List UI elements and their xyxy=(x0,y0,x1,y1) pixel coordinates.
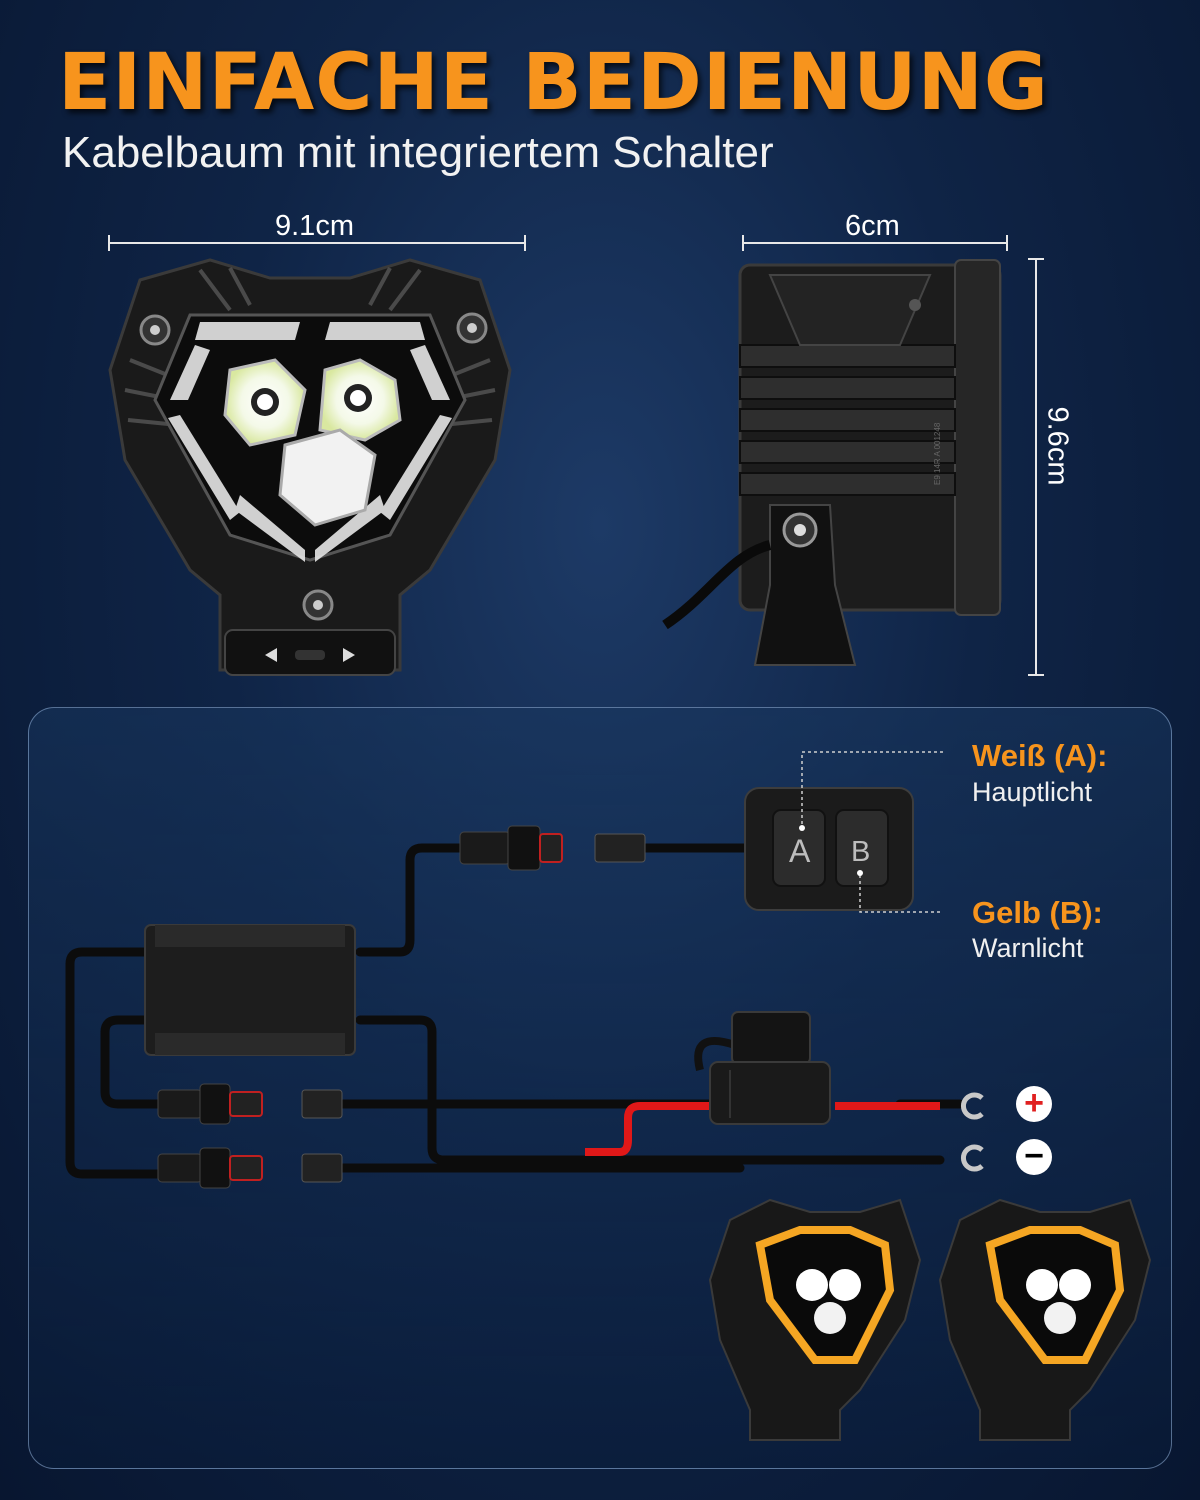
page-title: EINFACHE BEDIENUNG xyxy=(58,38,1049,128)
fuse-holder xyxy=(694,1011,831,1125)
legend-a-desc: Hauptlicht xyxy=(972,777,1093,807)
height-tick-bottom xyxy=(1028,674,1044,676)
control-box xyxy=(144,924,356,1056)
side-depth-line xyxy=(742,242,1008,244)
light-front-view xyxy=(108,258,512,676)
light-unit-2 xyxy=(938,1198,1152,1441)
front-width-tick-right xyxy=(524,235,526,251)
front-width-tick-left xyxy=(108,235,110,251)
svg-text:E9 14R A 001248: E9 14R A 001248 xyxy=(933,422,942,485)
front-width-line xyxy=(108,242,526,244)
height-label: 9.6cm xyxy=(1041,406,1074,486)
front-width-label: 9.1cm xyxy=(275,210,354,242)
negative-terminal-sign: − xyxy=(1016,1139,1052,1175)
side-depth-tick-left xyxy=(742,235,744,251)
light-connectors xyxy=(157,1083,343,1189)
page-subtitle: Kabelbaum mit integriertem Schalter xyxy=(62,128,774,177)
legend-a-title: Weiß (A): xyxy=(972,738,1108,773)
side-depth-label: 6cm xyxy=(845,210,900,242)
positive-terminal-sign: + xyxy=(1016,1086,1052,1122)
wiring-diagram xyxy=(65,751,1152,1441)
legend-b-desc: Warnlicht xyxy=(972,933,1084,963)
side-depth-tick-right xyxy=(1006,235,1008,251)
height-tick-top xyxy=(1028,258,1044,260)
light-side-view: E9 14R A 001248 xyxy=(662,259,1002,666)
switch-panel xyxy=(744,787,914,911)
legend-b-title: Gelb (B): xyxy=(972,895,1103,930)
height-line xyxy=(1035,258,1037,676)
switch-button-a[interactable]: A xyxy=(789,833,811,869)
switch-connector xyxy=(459,825,646,871)
switch-button-b[interactable]: B xyxy=(851,836,871,868)
light-unit-1 xyxy=(708,1198,922,1441)
